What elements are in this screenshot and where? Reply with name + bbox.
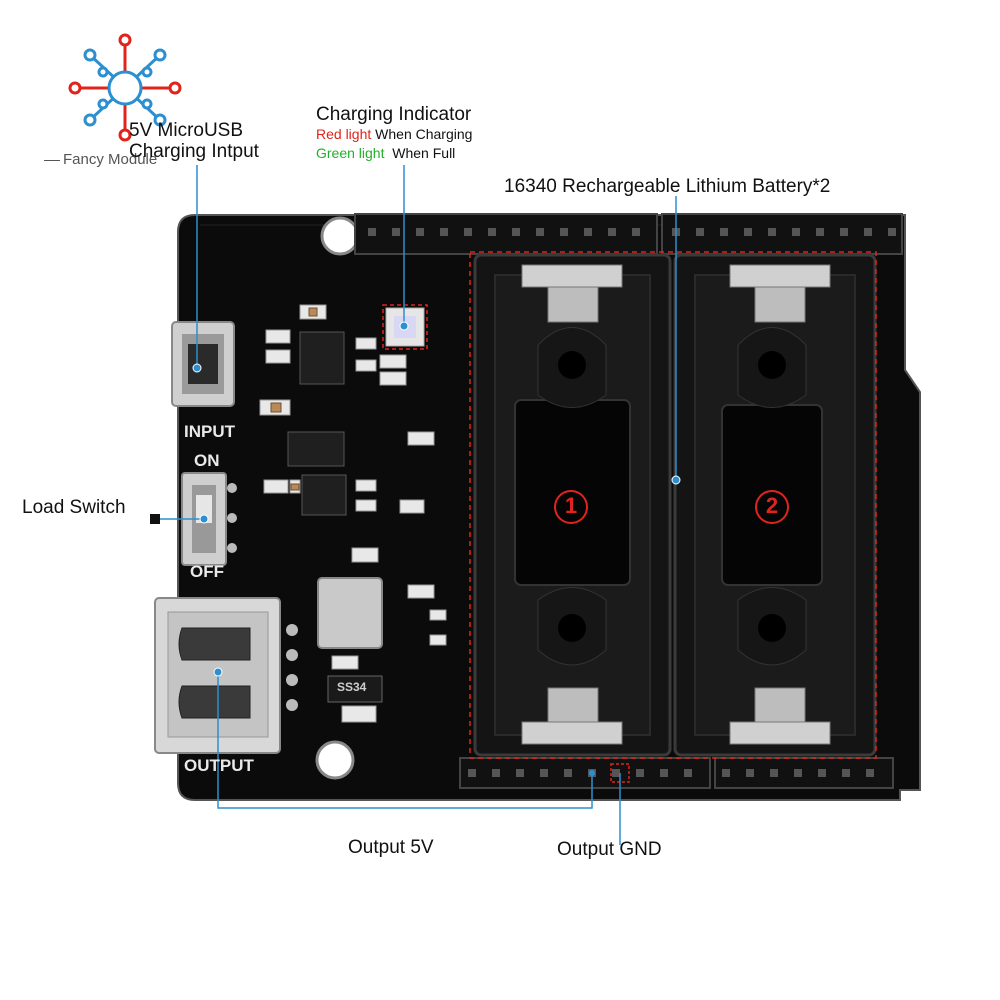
header-pin (540, 769, 548, 777)
header-pin (696, 228, 704, 236)
header-pin (888, 228, 896, 236)
capacitor (270, 307, 318, 491)
load-switch-label: Load Switch (22, 497, 126, 518)
header-pin (792, 228, 800, 236)
silk-off: OFF (190, 562, 224, 581)
silk-input: INPUT (184, 422, 235, 441)
usb-input-label-line2: Charging Intput (129, 141, 259, 162)
header-pin (612, 769, 620, 777)
header-pin (818, 769, 826, 777)
mounting-hole (315, 740, 355, 780)
header-pin (368, 228, 376, 236)
callout-dot (192, 363, 202, 373)
header-pin (468, 769, 476, 777)
usb-a-output-port (154, 597, 298, 754)
bottom-pin-header (459, 757, 894, 789)
ic-chip (287, 331, 383, 703)
header-pin (842, 769, 850, 777)
indicator-green-label: Green light (316, 145, 385, 161)
header-pin (722, 769, 730, 777)
header-pin (584, 228, 592, 236)
charging-indicator-title: Charging Indicator (316, 104, 472, 125)
header-pin (770, 769, 778, 777)
callout-dot (199, 514, 209, 524)
header-pin (440, 228, 448, 236)
battery-slot-2-number: 2 (755, 490, 789, 524)
output-5v-label: Output 5V (348, 837, 434, 858)
indicator-red-row: Red light When Charging (316, 125, 472, 143)
header-pin (744, 228, 752, 236)
header-pin (684, 769, 692, 777)
inductor (317, 577, 383, 649)
load-switch-pointer-tab (150, 514, 160, 524)
header-pin (636, 769, 644, 777)
smd-components (259, 304, 447, 723)
header-pin (560, 228, 568, 236)
battery-label: 16340 Rechargeable Lithium Battery*2 (504, 176, 831, 197)
brand-name: Fancy Module (44, 151, 157, 168)
header-pin (794, 769, 802, 777)
silk-on: ON (194, 451, 220, 470)
indicator-red-desc: When Charging (375, 126, 473, 142)
callout-lines (155, 165, 677, 845)
brand-logo-icon (68, 33, 182, 142)
battery-area-highlight (469, 251, 877, 759)
top-pin-header (354, 213, 903, 255)
callout-dot (399, 321, 409, 331)
header-pin (864, 228, 872, 236)
header-pin (660, 769, 668, 777)
header-pin (536, 228, 544, 236)
header-pin (564, 769, 572, 777)
chip-marking: SS34 (337, 680, 367, 694)
battery-slot-1-number: 1 (554, 490, 588, 524)
header-pin (516, 769, 524, 777)
callout-dot (213, 667, 223, 677)
header-pin (464, 228, 472, 236)
micro-usb-connector (171, 321, 235, 407)
header-pin (488, 228, 496, 236)
output-gnd-label: Output GND (557, 839, 662, 860)
header-pin (720, 228, 728, 236)
header-pin (768, 228, 776, 236)
indicator-green-desc: When Full (392, 145, 456, 161)
header-pin (816, 228, 824, 236)
header-pin (512, 228, 520, 236)
header-pin (392, 228, 400, 236)
indicator-red-label: Red light (316, 126, 372, 142)
header-pin (866, 769, 874, 777)
header-pin (416, 228, 424, 236)
indicator-green-row: Green light When Full (316, 144, 455, 162)
header-pin (746, 769, 754, 777)
battery-holder-2 (673, 253, 877, 757)
mounting-hole (320, 216, 360, 256)
header-pin (608, 228, 616, 236)
callout-dot (671, 475, 681, 485)
header-pin (632, 228, 640, 236)
silk-output: OUTPUT (184, 756, 254, 775)
header-pin (492, 769, 500, 777)
usb-input-label-line1: 5V MicroUSB (129, 120, 244, 141)
header-pin (840, 228, 848, 236)
